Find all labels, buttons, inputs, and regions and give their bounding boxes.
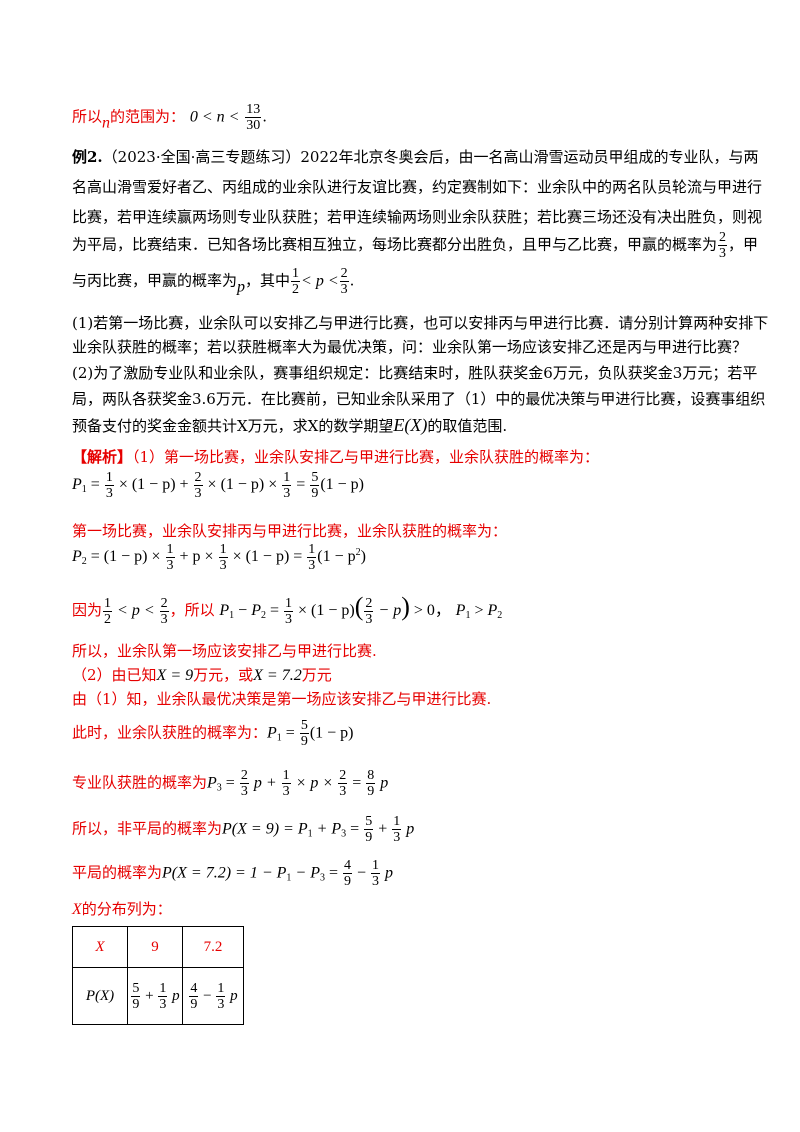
question-2-line-2: 局，两队各获奖金3.6万元．在比赛前，已知业余队采用了（1）中的最优决策与甲进行…: [72, 390, 766, 408]
solution-line-p2-intro: 第一场比赛，业余队安排丙与甲进行比赛，业余队获胜的概率为：: [72, 522, 508, 540]
question-1-line-2: 业余队获胜的概率；若以获胜概率大为最优决策，问：业余队第一场应该安排乙还是丙与甲…: [72, 338, 748, 356]
question-2-line-3: 预备支付的奖金金额共计X万元，求X的数学期望E(X)的取值范围.: [72, 415, 508, 435]
table-header-9: 9: [127, 926, 183, 968]
table-header-x: X: [72, 926, 128, 968]
math: 0 < n <: [189, 108, 240, 126]
question-1-line-1: (1)若第一场比赛，业余队可以安排乙与甲进行比赛，也可以安排丙与甲进行比赛．请分…: [72, 314, 769, 332]
solution-heading: 【解析】（1）第一场比赛，业余队安排乙与甲进行比赛，业余队获胜的概率为：: [72, 448, 600, 466]
solution-line-conclusion-1: 所以，业余队第一场应该安排乙与甲进行比赛.: [72, 642, 377, 660]
distribution-heading: X的分布列为：: [72, 900, 172, 918]
example-line-3: 比赛，若甲连续赢两场则专业队获胜；若甲连续输两场则业余队获胜；若比赛三场还没有决…: [72, 208, 763, 226]
example-line-1: 例2.（2023·全国·高三专题练习）2022年北京冬奥会后，由一名高山滑雪运动…: [72, 148, 759, 166]
question-2-line-1: (2)为了激励专业队和业余队，赛事组织规定：比赛结束时，胜队获奖金6万元，负队获…: [72, 364, 758, 382]
example-label: 例2.: [72, 148, 103, 166]
text: 所以: [72, 107, 103, 126]
var-n: n: [102, 114, 111, 132]
table-header-7-2: 7.2: [182, 926, 244, 968]
table-cell-px: P(X): [72, 967, 128, 1025]
example-line-4: 为平局，比赛结束．已知各场比赛相互独立，每场比赛都分出胜负，且甲与乙比赛，甲赢的…: [72, 230, 759, 261]
solution-line-decision: 由（1）知，业余队最优决策是第一场应该安排乙与甲进行比赛.: [72, 690, 492, 708]
solution-tag: 【解析】: [72, 448, 133, 466]
example-line-2: 名高山滑雪爱好者乙、丙组成的业余队进行友谊比赛，约定赛制如下：业余队中的两名队员…: [72, 178, 763, 196]
solution-line-values: （2）由已知X = 9万元，或X = 7.2万元: [72, 666, 332, 684]
text: 的范围为：: [110, 107, 186, 126]
table-row: X 9 7.2: [72, 926, 244, 968]
